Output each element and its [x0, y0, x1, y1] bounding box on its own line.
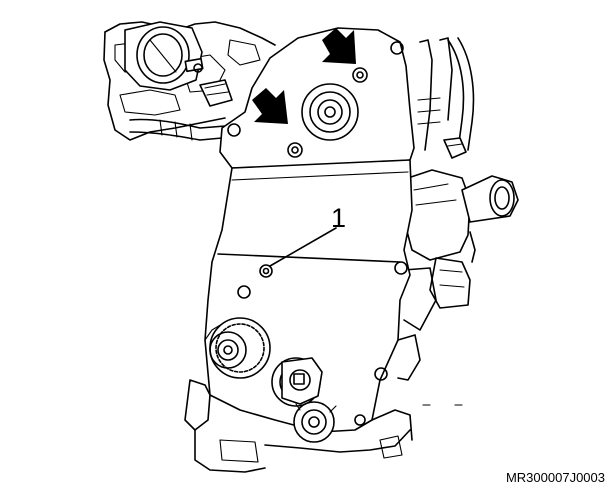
engine-block-bottom — [184, 334, 463, 473]
callout-leader-line — [269, 227, 337, 267]
callout-label: 1 — [331, 203, 347, 233]
reference-code: MR300007J0003 — [505, 470, 605, 485]
throttle-body — [124, 21, 204, 91]
hose-left — [129, 79, 233, 141]
coolant-housing-right — [403, 37, 519, 331]
tensioner-pulley — [271, 357, 323, 407]
upper-timing-cover — [219, 27, 415, 169]
arrow-down-left-icon — [322, 28, 356, 64]
water-pump-pulley — [293, 401, 337, 443]
crankshaft-sprocket — [204, 317, 271, 379]
arrow-down-right-icon — [252, 88, 288, 124]
